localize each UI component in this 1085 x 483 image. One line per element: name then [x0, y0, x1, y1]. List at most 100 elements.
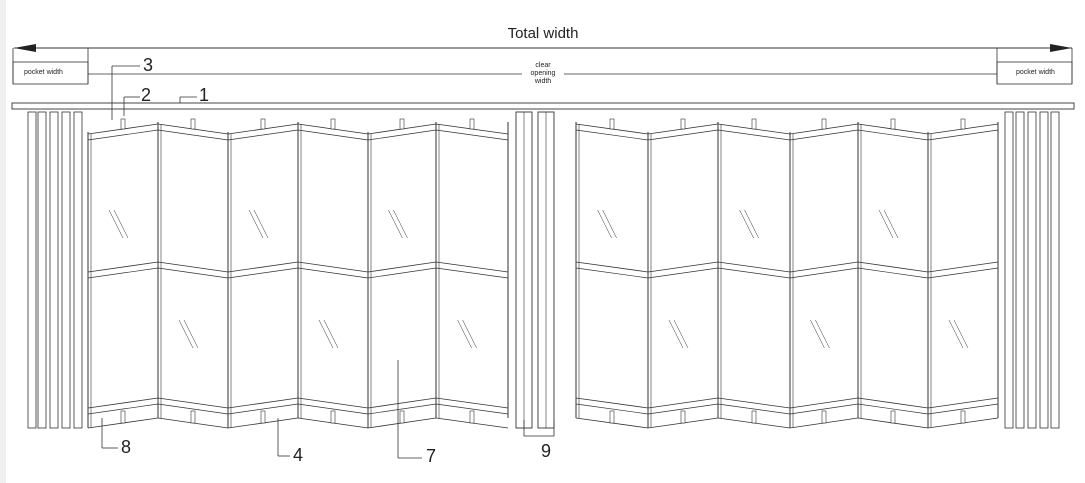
right-panel-4-bottom-rail	[857, 397, 929, 409]
right-panel-0-bottom-hinge	[609, 410, 615, 424]
right-panel-1-bottom-hinge	[680, 410, 686, 424]
callout-7: 7	[426, 446, 437, 466]
left-pocket-panel-4	[73, 111, 83, 429]
callout-9: 9	[541, 441, 552, 461]
left-edge-strip	[0, 0, 6, 483]
right-panel-0-top-hinge	[609, 118, 615, 130]
left-panel-3-bottom-rail-inner	[297, 403, 369, 415]
right-pocket-panel-2	[1027, 111, 1037, 429]
left-panel-3-bottom-rail	[297, 397, 369, 409]
right-panel-5-glass-mark-b	[953, 319, 969, 349]
left-panel-4-bottom-hinge	[399, 410, 405, 424]
right-panel-3-glass-mark-b	[815, 319, 830, 349]
left-panel-2-mid-rail-inner	[227, 267, 299, 279]
left-panel-4-glass-mark-a	[388, 209, 403, 239]
left-panel-3-glass-mark-a	[318, 319, 334, 349]
right-panel-5-mid-rail	[927, 261, 999, 273]
left-panel-0-glass-mark-a	[108, 209, 124, 239]
left-panel-0-bottom-rail-inner	[87, 403, 159, 415]
right-panel-5-glass-mark-a	[948, 319, 964, 349]
right-panel-3-mid-rail	[789, 261, 859, 273]
left-panel-5-top-hinge	[469, 118, 475, 130]
right-panel-1-mid-rail-inner	[647, 267, 719, 279]
right-panel-3-top-rail-inner	[789, 129, 859, 141]
right-panel-5-bottom-rail-inner	[927, 403, 999, 415]
right-panel-2-mid-rail	[717, 261, 791, 273]
left-panel-2-glass-mark-b	[253, 209, 269, 239]
pocket-width-right-label: pocket width	[1016, 69, 1055, 76]
left-panel-3-mid-rail-inner	[297, 267, 369, 279]
left-panel-5-top-rail-inner	[435, 129, 509, 141]
right-panel-2-mid-rail-inner	[717, 267, 791, 279]
right-panel-4-glass-mark-a	[878, 209, 894, 239]
clear-word: clear	[535, 62, 551, 69]
left-panel-4-glass-mark-b	[393, 209, 408, 239]
left-panel-1-bottom-hinge	[190, 410, 196, 424]
right-panel-3-bottom-rail-inner	[789, 403, 859, 415]
right-panel-2-glass-mark-a	[739, 209, 754, 239]
right-panel-0-mid-rail-inner	[575, 267, 649, 279]
right-panel-4-mid-rail	[857, 261, 929, 273]
right-panel-3-bottom-hinge	[821, 410, 827, 424]
right-panel-4-glass-mark-b	[883, 209, 899, 239]
right-panel-0-glass-mark-a	[597, 209, 612, 239]
right-panel-4-top-rail-inner	[857, 129, 929, 141]
right-pocket-panel-3	[1039, 111, 1049, 429]
callout-4: 4	[293, 445, 304, 465]
leader-9-bracket	[523, 420, 555, 437]
right-panel-2-bottom-rail	[717, 397, 791, 409]
left-panel-0-mid-rail	[87, 261, 159, 273]
left-panel-2-bottom-hinge	[260, 410, 266, 424]
right-pocket-panel-4	[1050, 111, 1060, 429]
left-panel-2-glass-mark-a	[248, 209, 264, 239]
left-panel-0-top-hinge	[120, 118, 126, 130]
left-panel-5-mid-rail	[435, 261, 509, 273]
left-panel-2-top-hinge	[260, 118, 266, 130]
left-panel-3-top-rail-inner	[297, 129, 369, 141]
left-panel-1-mid-rail	[157, 261, 229, 273]
left-panel-1-mid-rail-inner	[157, 267, 229, 279]
left-panel-0-glass-mark-b	[113, 209, 129, 239]
callout-8: 8	[121, 437, 132, 457]
right-panel-1-mid-rail	[647, 261, 719, 273]
right-panel-3-glass-mark-a	[810, 319, 825, 349]
right-panel-4-top-hinge	[890, 118, 896, 130]
width-word: width	[534, 78, 552, 85]
left-panel-4-bottom-rail	[367, 397, 437, 409]
left-panel-3-top-hinge	[330, 118, 336, 130]
left-panel-2-mid-rail	[227, 261, 299, 273]
right-panel-1-bottom-rail	[647, 397, 719, 409]
right-panel-1-top-hinge	[680, 118, 686, 130]
right-panel-5-mid-rail-inner	[927, 267, 999, 279]
left-panel-1-top-rail-inner	[157, 129, 229, 141]
left-panel-5-glass-mark-a	[457, 319, 472, 349]
opening-word: opening	[530, 70, 556, 77]
pocket-width-left-label: pocket width	[24, 69, 63, 76]
right-panel-4-bottom-rail-inner	[857, 403, 929, 415]
right-pocket-panel-0	[1004, 111, 1014, 429]
right-pocket-panel-1	[1015, 111, 1025, 429]
left-panel-1-top-hinge	[190, 118, 196, 130]
left-panel-3-bottom-hinge	[330, 410, 336, 424]
right-panel-2-glass-mark-b	[744, 209, 759, 239]
left-panel-0-top-rail-inner	[87, 129, 159, 141]
right-panel-2-top-rail-inner	[717, 129, 791, 141]
right-panel-4-bottom-hinge	[890, 410, 896, 424]
left-panel-0-bottom-hinge	[120, 410, 126, 424]
total-width-arrow-left	[14, 44, 36, 52]
right-panel-5-top-rail-inner	[927, 129, 999, 141]
right-panel-4-mid-rail-inner	[857, 267, 929, 279]
right-panel-1-glass-mark-b	[673, 319, 689, 349]
clear-opening-width-label: clear opening width	[513, 62, 573, 86]
right-panel-2-bottom-rail-inner	[717, 403, 791, 415]
right-panel-0-glass-mark-b	[602, 209, 617, 239]
right-panel-3-mid-rail-inner	[789, 267, 859, 279]
right-panel-2-bottom-hinge	[751, 410, 757, 424]
left-panel-0-mid-rail-inner	[87, 267, 159, 279]
right-panel-2-top-hinge	[751, 118, 757, 130]
left-panel-4-mid-rail	[367, 261, 437, 273]
right-panel-0-top-rail-inner	[575, 129, 649, 141]
callout-2: 2	[141, 85, 152, 105]
left-panel-2-top-rail-inner	[227, 129, 299, 141]
